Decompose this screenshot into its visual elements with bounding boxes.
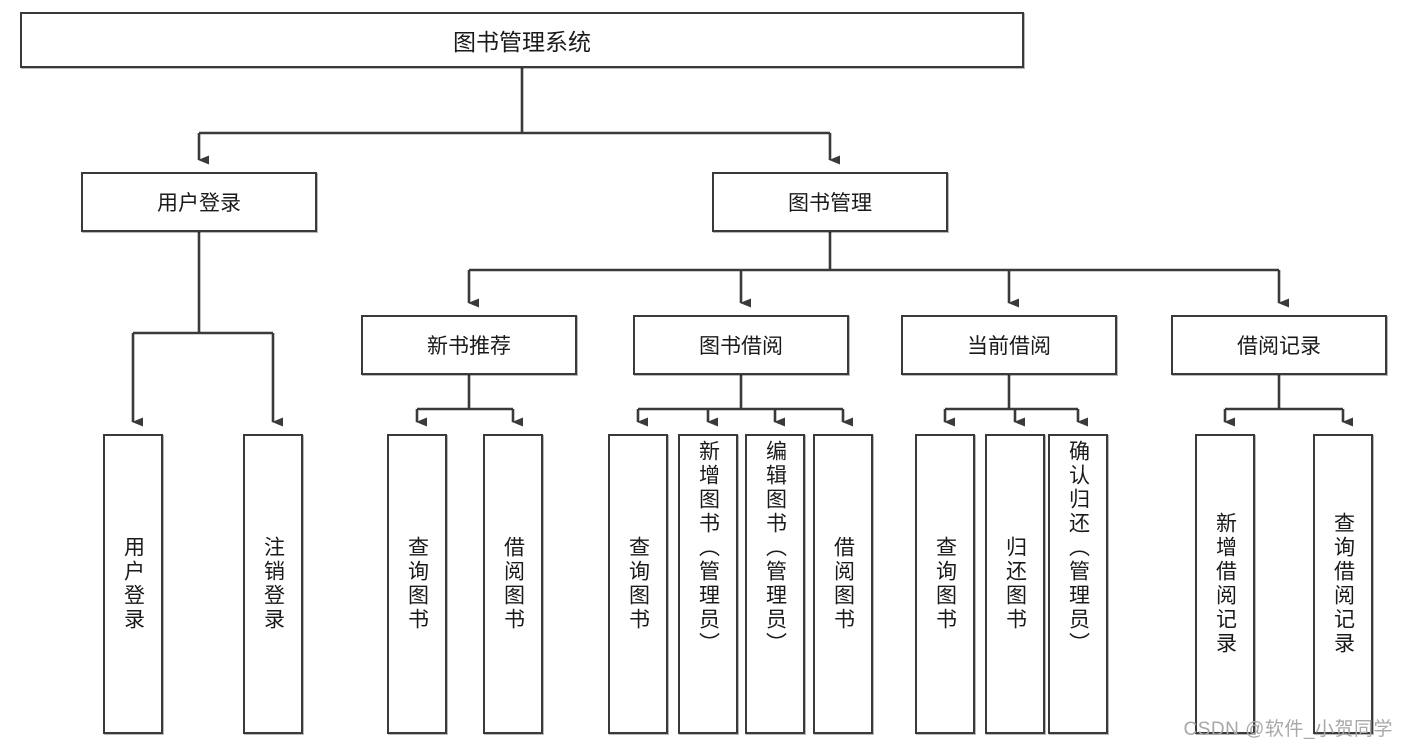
node-label: 借阅图书 bbox=[501, 536, 525, 632]
leaf-edit-book-admin[interactable]: 编辑图书（管理员） bbox=[745, 434, 805, 734]
leaf-return-book[interactable]: 归还图书 bbox=[985, 434, 1045, 734]
leaf-user-login[interactable]: 用户登录 bbox=[103, 434, 163, 734]
node-label: 新书推荐 bbox=[427, 335, 511, 358]
leaf-query-book-borrow[interactable]: 查询图书 bbox=[608, 434, 668, 734]
node-label: 新增借阅记录 bbox=[1213, 512, 1237, 656]
leaf-add-book-admin[interactable]: 新增图书（管理员） bbox=[678, 434, 738, 734]
node-label: 用户登录 bbox=[121, 536, 145, 632]
leaf-lend-book[interactable]: 借阅图书 bbox=[813, 434, 873, 734]
leaf-user-logout[interactable]: 注销登录 bbox=[243, 434, 303, 734]
node-label: 借阅记录 bbox=[1237, 335, 1321, 358]
node-user-login[interactable]: 用户登录 bbox=[81, 172, 317, 232]
node-label: 当前借阅 bbox=[967, 335, 1051, 358]
node-new-book-recommend[interactable]: 新书推荐 bbox=[361, 315, 577, 375]
node-label: 图书借阅 bbox=[699, 335, 783, 358]
leaf-borrow-book-recommend[interactable]: 借阅图书 bbox=[483, 434, 543, 734]
node-root-system[interactable]: 图书管理系统 bbox=[20, 12, 1024, 68]
node-label: 查询借阅记录 bbox=[1331, 512, 1355, 656]
node-label: 编辑图书（管理员） bbox=[763, 440, 787, 656]
node-label: 注销登录 bbox=[261, 536, 285, 632]
leaf-add-borrow-record[interactable]: 新增借阅记录 bbox=[1195, 434, 1255, 734]
node-label: 图书管理系统 bbox=[453, 29, 591, 55]
node-label: 借阅图书 bbox=[831, 536, 855, 632]
node-label: 确认归还（管理员） bbox=[1066, 440, 1090, 656]
node-book-management[interactable]: 图书管理 bbox=[712, 172, 948, 232]
node-borrow-records[interactable]: 借阅记录 bbox=[1171, 315, 1387, 375]
node-label: 新增图书（管理员） bbox=[696, 440, 720, 656]
node-label: 查询图书 bbox=[405, 536, 429, 632]
node-book-borrow[interactable]: 图书借阅 bbox=[633, 315, 849, 375]
leaf-query-book-recommend[interactable]: 查询图书 bbox=[387, 434, 447, 734]
leaf-query-book-current[interactable]: 查询图书 bbox=[915, 434, 975, 734]
node-label: 查询图书 bbox=[626, 536, 650, 632]
node-label: 用户登录 bbox=[157, 192, 241, 215]
node-label: 归还图书 bbox=[1003, 536, 1027, 632]
leaf-confirm-return-admin[interactable]: 确认归还（管理员） bbox=[1048, 434, 1108, 734]
leaf-query-borrow-record[interactable]: 查询借阅记录 bbox=[1313, 434, 1373, 734]
watermark: CSDN @软件_小贺同学 bbox=[1183, 719, 1393, 740]
node-current-borrow[interactable]: 当前借阅 bbox=[901, 315, 1117, 375]
node-label: 查询图书 bbox=[933, 536, 957, 632]
node-label: 图书管理 bbox=[788, 192, 872, 215]
